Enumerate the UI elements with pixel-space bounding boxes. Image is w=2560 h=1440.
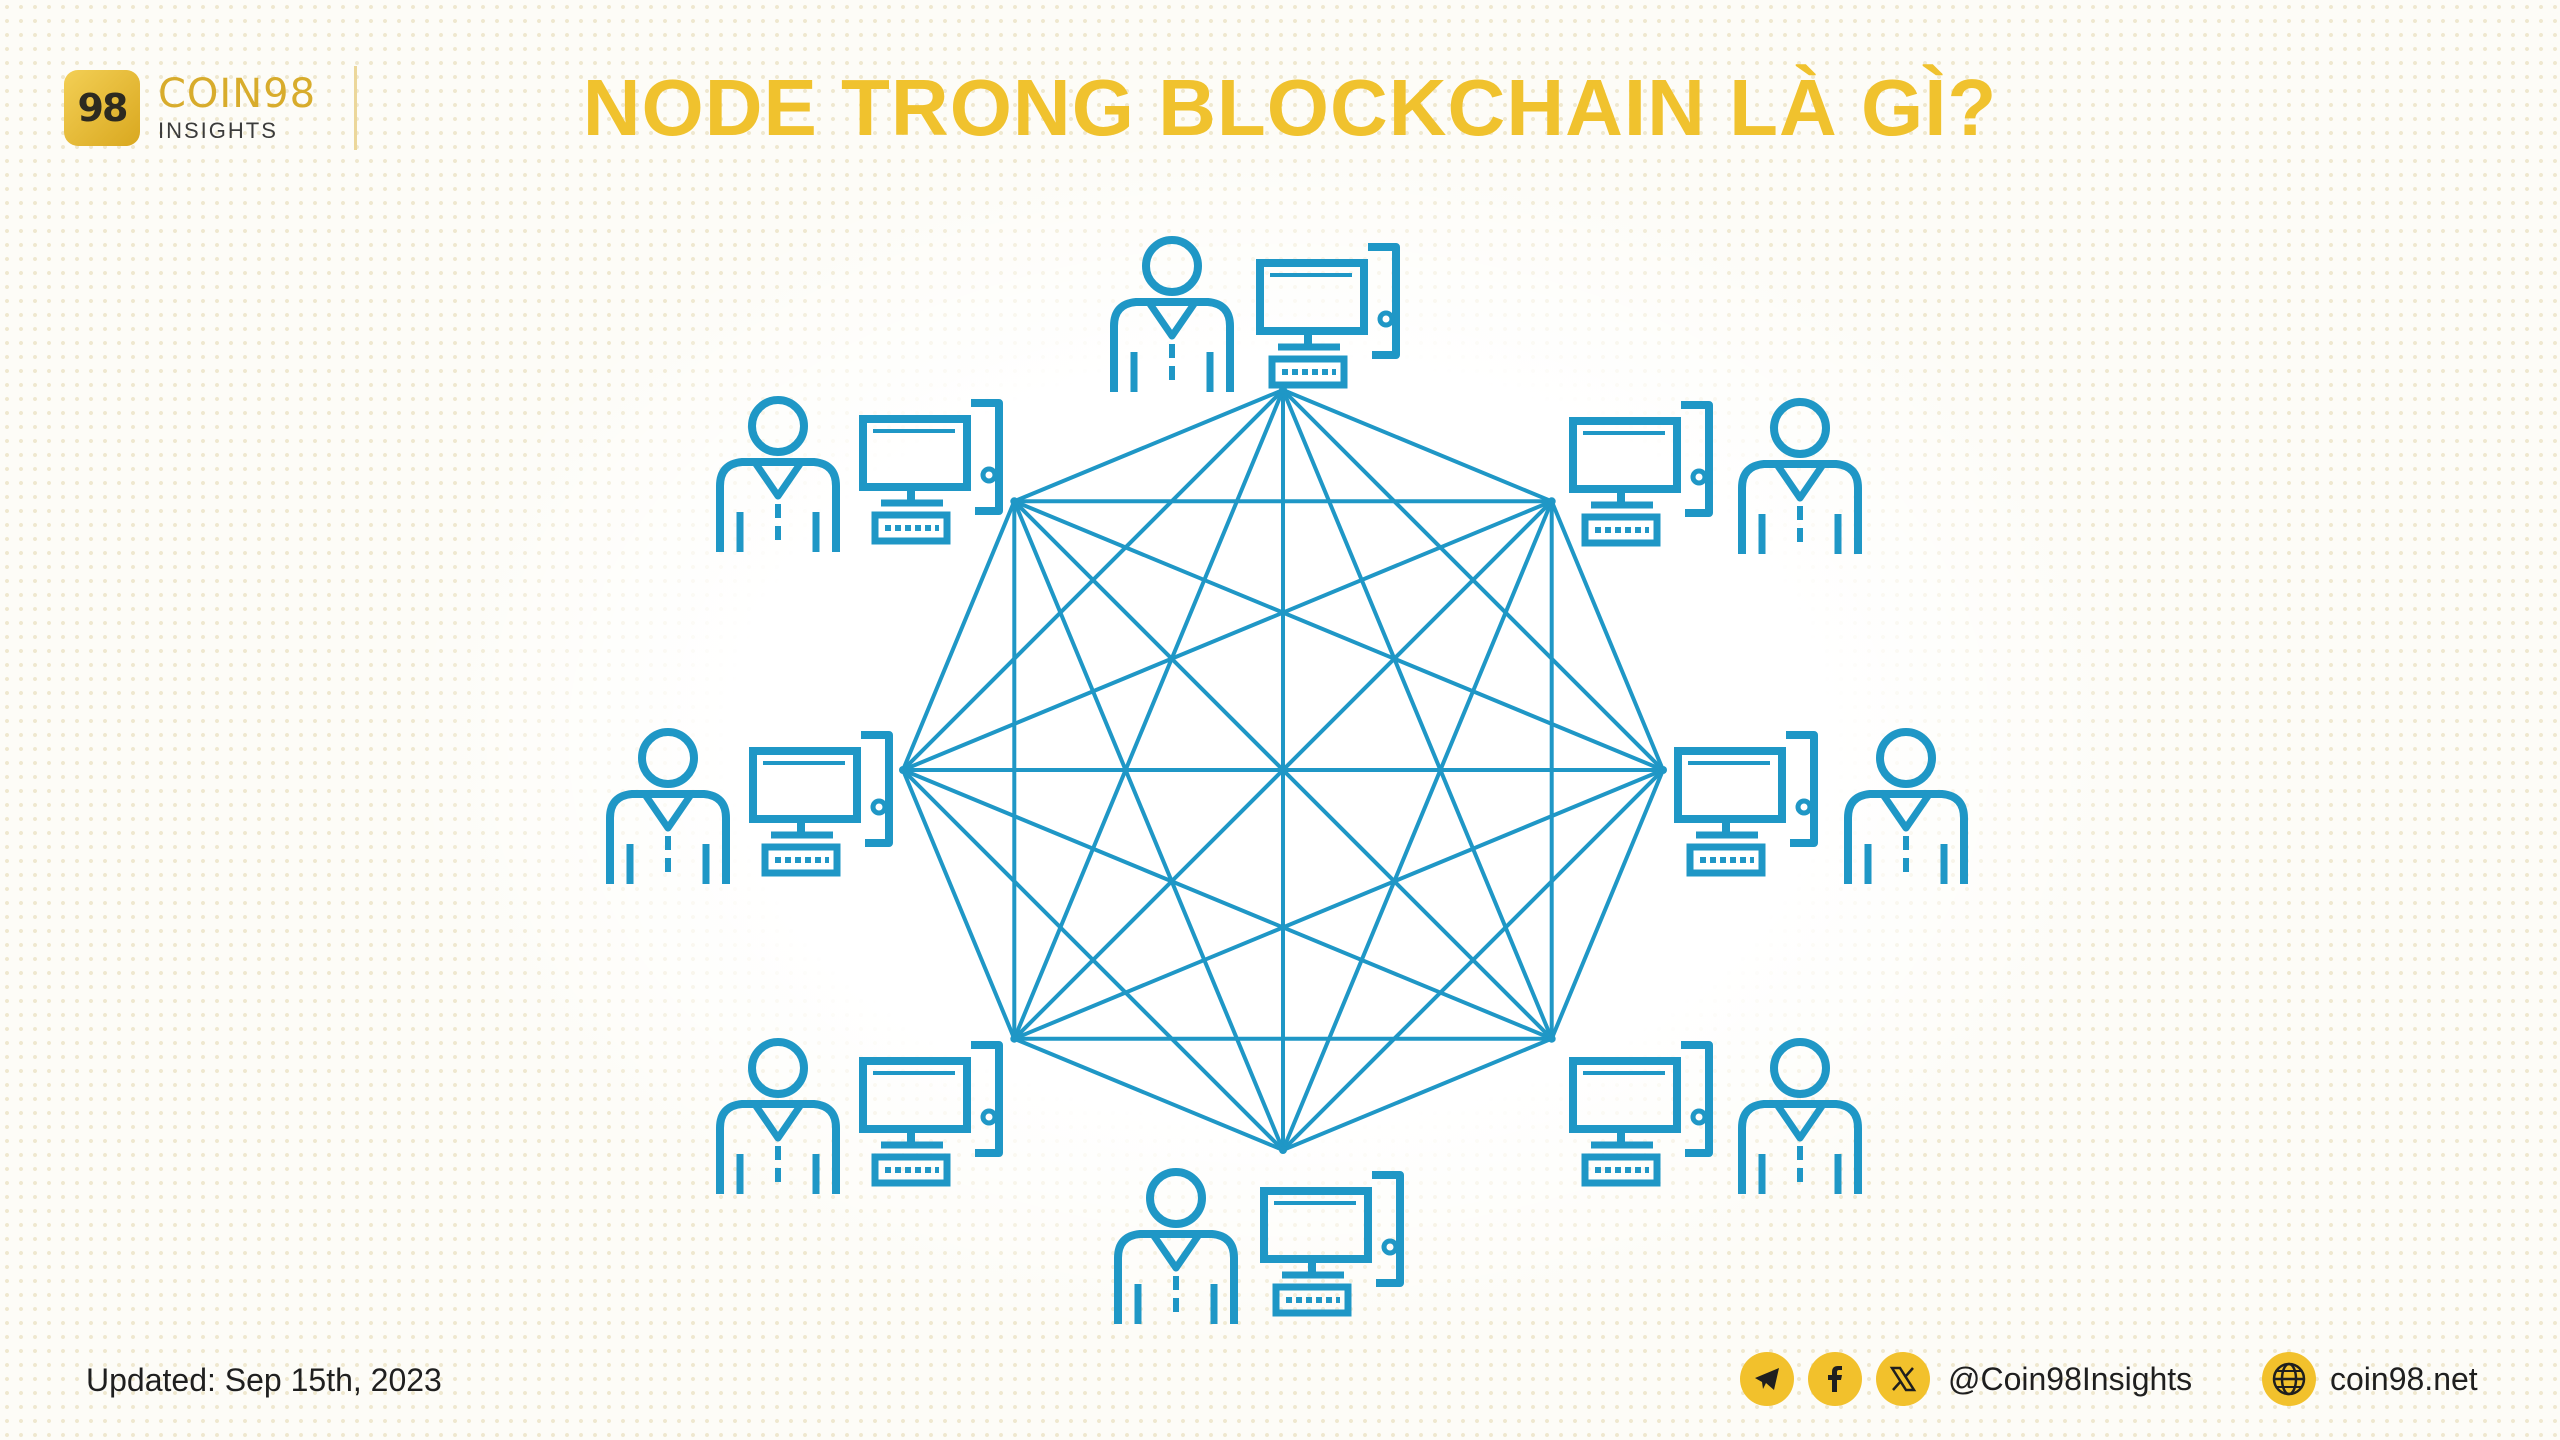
network-edge (1012, 389, 1285, 1040)
network-edge (1282, 1036, 1553, 1152)
header-divider (354, 66, 357, 150)
x-icon[interactable] (1876, 1352, 1930, 1406)
network-node (1659, 732, 1964, 884)
network-nodes (610, 240, 1964, 1324)
network-edge (902, 499, 1553, 772)
node-vertex (1659, 766, 1667, 774)
node-vertex (1547, 1034, 1556, 1043)
computer-icon (1573, 405, 1709, 543)
computer-icon (1678, 735, 1814, 873)
telegram-icon[interactable] (1740, 1352, 1794, 1406)
social-handle[interactable]: @Coin98Insights (1948, 1360, 2193, 1397)
website-link[interactable]: coin98.net (2262, 1352, 2478, 1406)
network-edge (1282, 388, 1553, 504)
network-edge (1281, 500, 1554, 1151)
network-edge (901, 500, 1017, 771)
node-vertex (1547, 497, 1556, 506)
globe-icon (2262, 1352, 2316, 1406)
website-text: coin98.net (2330, 1360, 2478, 1397)
social-links: @Coin98Insights (1740, 1352, 2192, 1406)
person-icon (720, 1042, 836, 1194)
network-node (1547, 402, 1858, 554)
logo-text: COIN98 INSIGHTS (158, 74, 316, 142)
network-edge (901, 769, 1017, 1040)
network-edge (1013, 388, 1284, 504)
node-vertex (899, 766, 907, 774)
brand-logo[interactable]: 98 COIN98 INSIGHTS (64, 70, 316, 146)
node-vertex (1010, 1034, 1019, 1043)
network-node (1547, 1034, 1858, 1194)
network-node (1114, 240, 1396, 394)
computer-icon (1264, 1175, 1400, 1313)
network-edge (1013, 499, 1664, 772)
network-edge (1281, 389, 1554, 1040)
person-icon (1848, 732, 1964, 884)
network-edge (902, 768, 1553, 1041)
computer-icon (753, 735, 889, 873)
network-edge (1549, 769, 1665, 1040)
node-vertex (1010, 497, 1019, 506)
network-node (610, 732, 907, 884)
network-edge (1549, 500, 1665, 771)
person-icon (1118, 1172, 1234, 1324)
computer-icon (863, 1045, 999, 1183)
network-edge (1013, 768, 1664, 1041)
network-edge (901, 768, 1285, 1152)
logo-badge: 98 (64, 70, 140, 146)
logo-sub: INSIGHTS (158, 118, 278, 143)
person-icon (610, 732, 726, 884)
network-node (1118, 1146, 1400, 1324)
person-icon (720, 400, 836, 552)
logo-name: COIN98 (158, 71, 317, 117)
node-vertex (1279, 1146, 1287, 1154)
network-node (720, 400, 1019, 552)
network-edges (901, 388, 1665, 1152)
updated-date: Updated: Sep 15th, 2023 (86, 1362, 442, 1398)
computer-icon (1573, 1045, 1709, 1183)
network-edge (1013, 1036, 1284, 1152)
person-icon (1742, 1042, 1858, 1194)
person-icon (1114, 240, 1230, 392)
network-node (720, 1034, 1019, 1194)
network-edge (1012, 500, 1285, 1151)
computer-icon (863, 403, 999, 541)
person-icon (1742, 402, 1858, 554)
page-title: NODE TRONG BLOCKCHAIN LÀ GÌ? (582, 63, 1998, 152)
computer-icon (1260, 247, 1396, 385)
network-edge (1012, 499, 1554, 1041)
facebook-icon[interactable] (1808, 1352, 1862, 1406)
